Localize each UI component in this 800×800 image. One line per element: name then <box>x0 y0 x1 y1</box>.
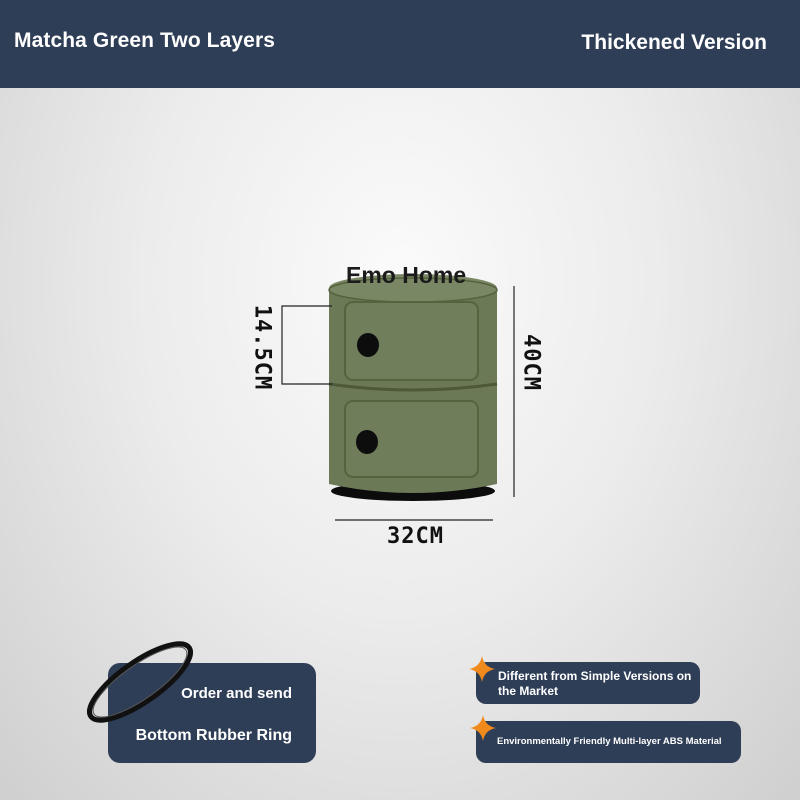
promo-line-2: Bottom Rubber Ring <box>135 727 292 744</box>
drawer-height-bracket <box>281 305 332 385</box>
layer-divider <box>328 382 498 392</box>
promo-line-1: Order and send <box>181 685 292 702</box>
feature-badge-2: Environmentally Friendly Multi-layer ABS… <box>476 721 741 763</box>
top-drawer-handle-icon <box>357 333 379 357</box>
bottom-drawer <box>344 400 479 478</box>
cabinet-top <box>329 274 497 302</box>
feature-text-2: Environmentally Friendly Multi-layer ABS… <box>497 736 722 747</box>
total-height-label: 40CM <box>518 334 544 391</box>
brand-label: Emo Home <box>346 262 467 288</box>
header-banner: Matcha Green Two Layers Thickened Versio… <box>0 0 800 88</box>
feature-badge-1: Different from Simple Versions on the Ma… <box>476 662 700 704</box>
sparkle-icon <box>470 715 496 741</box>
diameter-label: 32CM <box>387 524 444 549</box>
top-drawer <box>344 301 479 381</box>
sparkle-icon <box>469 656 495 682</box>
drawer-height-label: 14.5CM <box>249 304 275 391</box>
feature-text-1: Different from Simple Versions on the Ma… <box>498 669 692 698</box>
version-label: Thickened Version <box>581 31 767 54</box>
bottom-drawer-handle-icon <box>356 430 378 454</box>
promo-card: Order and send Bottom Rubber Ring <box>108 663 316 763</box>
rubber-ring-icon <box>87 641 193 723</box>
product-title: Matcha Green Two Layers <box>14 29 275 52</box>
